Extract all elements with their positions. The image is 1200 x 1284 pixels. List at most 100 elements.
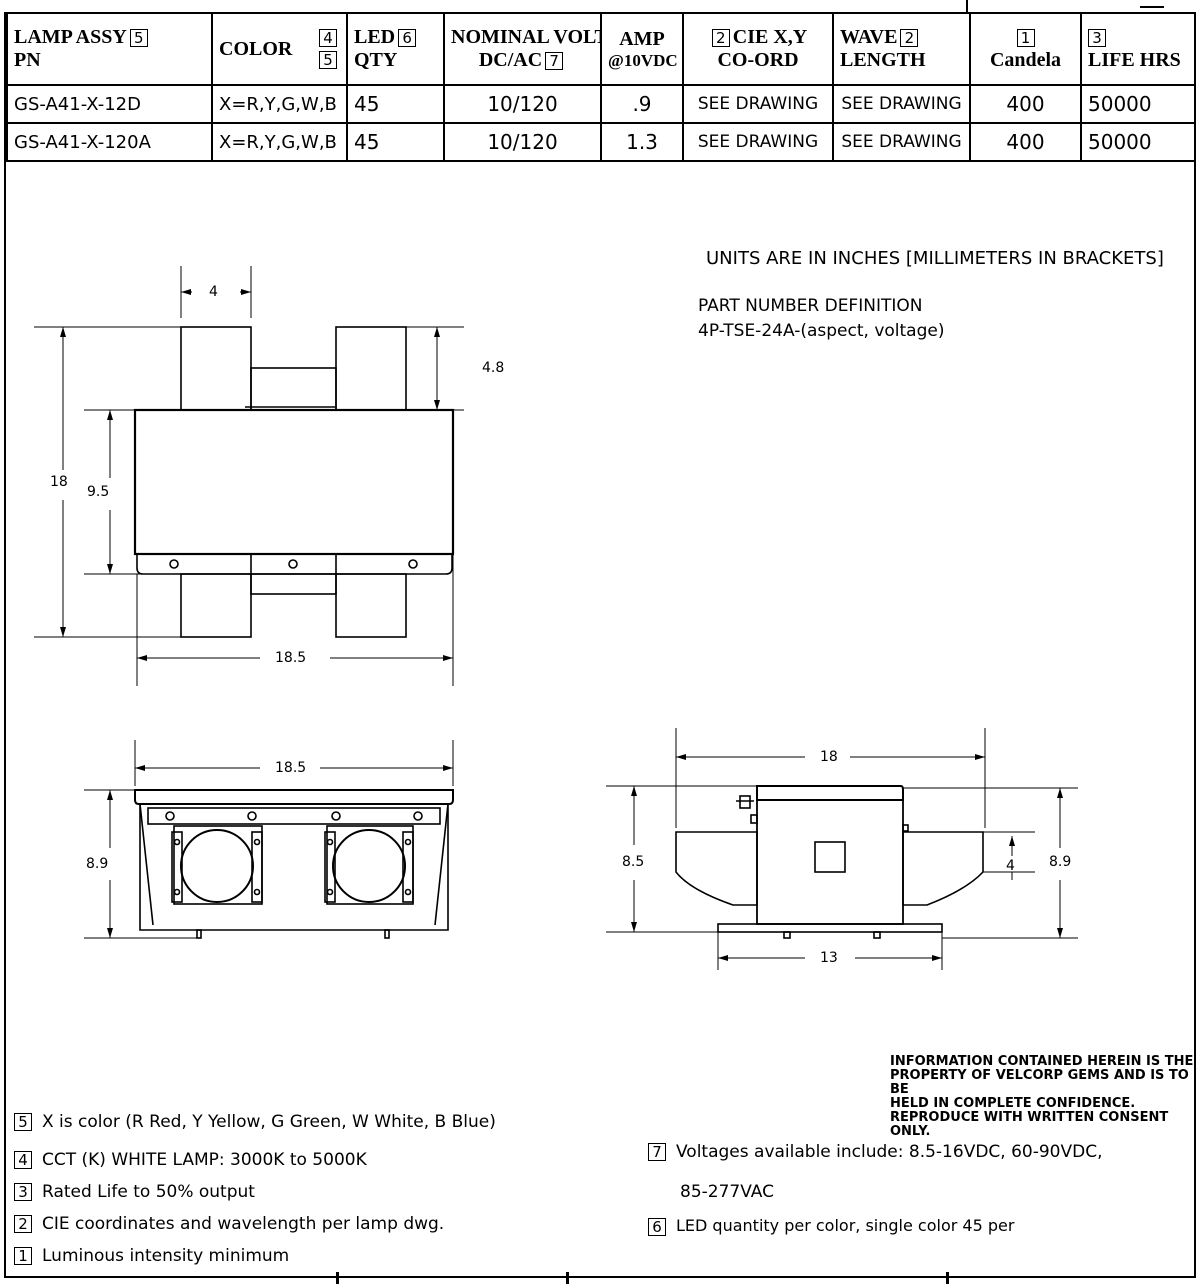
bottom-divider-3: [946, 1272, 949, 1284]
cell-volts: 10/120: [443, 84, 602, 124]
top-view-dimensions: [34, 266, 464, 686]
side-view-window: [814, 841, 846, 873]
cell-wave: SEE DRAWING: [832, 122, 971, 162]
note-6: 6 LED quantity per color, single color 45…: [648, 1216, 1014, 1236]
top-view-body: [133, 408, 455, 556]
cell-amp: .9: [600, 84, 684, 124]
bottom-divider-2: [566, 1272, 569, 1284]
note-ref-box: 2: [900, 29, 919, 48]
mounting-hole: [165, 811, 175, 821]
header-amp: AMP @10VDC: [600, 12, 684, 86]
cell-pn: GS-A41-X-120A: [6, 122, 213, 162]
dim-front-height: 8.9: [86, 856, 109, 872]
note-text: CCT (K) WHITE LAMP: 3000K to 5000K: [42, 1150, 367, 1170]
note-number-box: 6: [648, 1217, 666, 1236]
top-view-hood-left: [180, 326, 252, 411]
note-3: 3 Rated Life to 50% output: [14, 1182, 255, 1202]
top-view-hood-right: [335, 326, 407, 411]
cell-candela: 400: [969, 84, 1082, 124]
header-life-hrs: 3 LIFE HRS: [1080, 12, 1196, 86]
note-ref-box: 7: [545, 52, 564, 71]
confidential-line: PROPERTY OF VELCORP GEMS AND IS TO BE: [890, 1068, 1189, 1097]
front-view: [134, 789, 454, 939]
note-number-box: 1: [14, 1247, 32, 1265]
note-number-box: 4: [14, 1151, 32, 1169]
note-ref-box: 5: [129, 29, 148, 48]
part-number-title: PART NUMBER DEFINITION: [698, 296, 923, 316]
note-text: Voltages available include: 8.5-16VDC, 6…: [676, 1142, 1103, 1162]
dim-side-right-height: 8.9: [1049, 854, 1072, 870]
dim-side-left-height: 8.5: [622, 854, 645, 870]
cell-wave: SEE DRAWING: [832, 84, 971, 124]
confidential-notice: INFORMATION CONTAINED HEREIN IS THE PROP…: [890, 1055, 1200, 1139]
note-number-box: 2: [14, 1215, 32, 1233]
note-number-box: 3: [14, 1183, 32, 1201]
dim-side-mid-height: 4: [1006, 858, 1015, 874]
dim-top-view-width: 18.5: [275, 650, 307, 666]
lens-left: [180, 829, 254, 903]
top-view: [133, 326, 455, 638]
side-view-base-plate: [717, 923, 943, 933]
dim-overall-height: 18: [50, 474, 68, 490]
dim-side-base-width: 13: [820, 950, 838, 966]
dim-top-height: 4.8: [482, 360, 505, 376]
lens-right: [332, 829, 406, 903]
cell-life: 50000: [1080, 122, 1196, 162]
cell-pn: GS-A41-X-12D: [6, 84, 213, 124]
note-text: X is color (R Red, Y Yellow, G Green, W …: [42, 1112, 496, 1132]
dim-side-width: 18: [820, 749, 838, 765]
side-view-hood-left: [675, 831, 758, 906]
cell-candela: 400: [969, 122, 1082, 162]
cell-amp: 1.3: [600, 122, 684, 162]
title-block-divider: [966, 0, 968, 12]
units-note: UNITS ARE IN INCHES [MILLIMETERS IN BRAC…: [706, 248, 1164, 269]
mounting-hole: [331, 811, 341, 821]
cell-color: X=R,Y,G,W,B: [211, 84, 348, 124]
cell-cie: SEE DRAWING: [682, 84, 834, 124]
side-view-housing: [756, 799, 904, 925]
mounting-hole: [288, 559, 298, 569]
note-4: 4 CCT (K) WHITE LAMP: 3000K to 5000K: [14, 1150, 367, 1170]
front-view-dimensions: [84, 740, 454, 939]
dim-top-width: 4: [209, 284, 218, 300]
note-7: 7 Voltages available include: 8.5-16VDC, …: [648, 1142, 1102, 1162]
side-view-dimensions: [606, 728, 1078, 970]
side-view: [675, 785, 984, 939]
note-ref-box: 6: [398, 29, 417, 48]
side-view-hood-right: [902, 831, 984, 906]
dim-front-width: 18.5: [275, 760, 307, 776]
note-text: CIE coordinates and wavelength per lamp …: [42, 1214, 445, 1234]
note-ref-box: 2: [711, 29, 730, 48]
note-2: 2 CIE coordinates and wavelength per lamp…: [14, 1214, 444, 1234]
cell-volts: 10/120: [443, 122, 602, 162]
mounting-hole: [169, 559, 179, 569]
note-ref-box: 3: [1088, 29, 1106, 48]
mounting-hole: [408, 559, 418, 569]
header-candela: 1 Candela: [969, 12, 1082, 86]
note-number-box: 7: [648, 1143, 666, 1161]
header-color: COLOR 4 5: [211, 12, 348, 86]
note-ref-box: 4: [319, 29, 337, 47]
note-7-continued: 85-277VAC: [680, 1182, 774, 1202]
cell-cie: SEE DRAWING: [682, 122, 834, 162]
note-text: LED quantity per color, single color 45 …: [676, 1216, 1015, 1235]
cell-led: 45: [346, 122, 445, 162]
bottom-divider-1: [336, 1272, 339, 1284]
dim-body-height: 9.5: [87, 484, 110, 500]
cell-life: 50000: [1080, 84, 1196, 124]
note-ref-box: 1: [1016, 29, 1035, 48]
confidential-line: INFORMATION CONTAINED HEREIN IS THE: [890, 1054, 1194, 1069]
table-row: GS-A41-X-120A X=R,Y,G,W,B 45 10/120 1.3 …: [6, 122, 1196, 162]
front-view-top-cap: [134, 789, 454, 805]
note-text: Rated Life to 50% output: [42, 1182, 255, 1202]
note-ref-box: 5: [319, 51, 337, 69]
mounting-hole: [247, 811, 257, 821]
part-number-value: 4P-TSE-24A-(aspect, voltage): [698, 321, 945, 341]
